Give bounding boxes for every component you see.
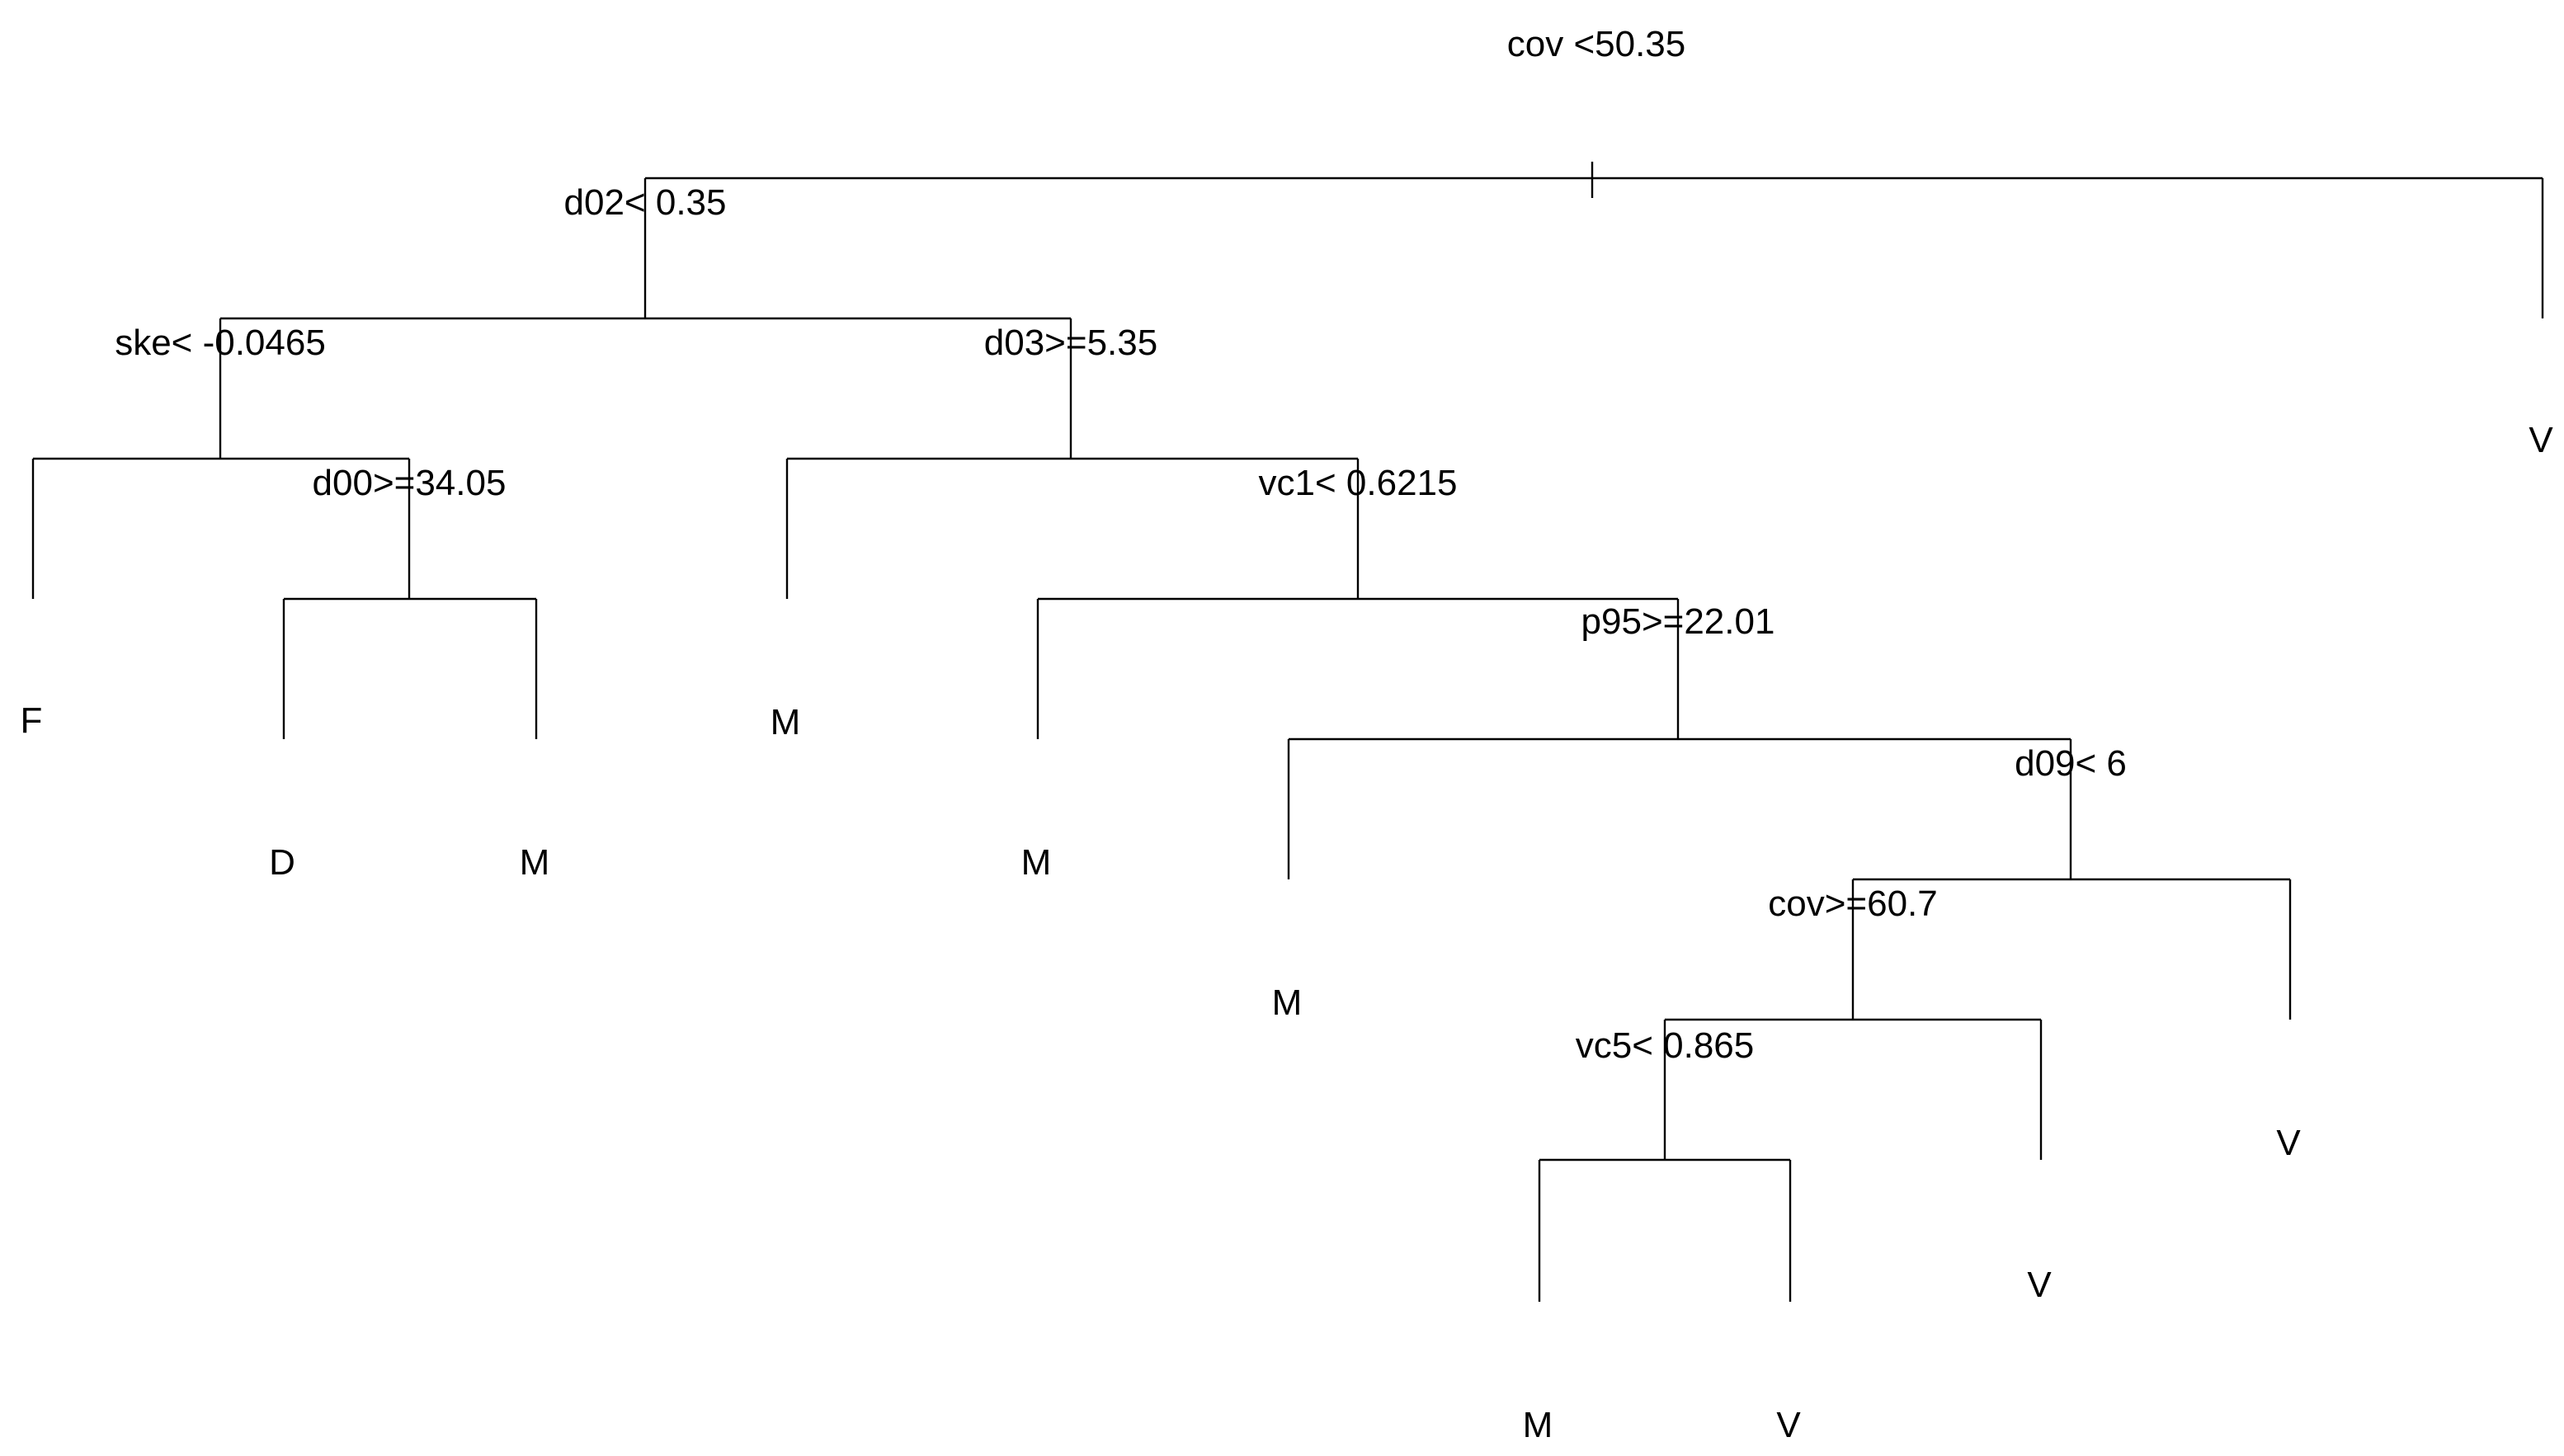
- split-label-vc5: vc5< 0.865: [1576, 1025, 1755, 1066]
- leaf-label-d: D: [269, 842, 295, 883]
- split-label-vc1: vc1< 0.6215: [1259, 463, 1458, 503]
- split-node-vc1: vc1< 0.6215: [1036, 463, 1680, 739]
- split-label-d02: d02< 0.35: [564, 182, 727, 223]
- split-label-ske: ske< -0.0465: [115, 323, 326, 363]
- leaf-label-m-3: M: [1021, 842, 1052, 883]
- leaf-label-v-1: V: [1776, 1405, 1801, 1445]
- split-node-d02: d02< 0.35: [219, 182, 1072, 459]
- leaf-label-m-2: M: [771, 702, 801, 742]
- leaf-label-v-2: V: [2027, 1265, 2052, 1305]
- split-label-p95: p95>=22.01: [1581, 601, 1775, 642]
- split-node-ske: ske< -0.0465: [31, 323, 411, 599]
- leaf-label-v-4: V: [2529, 420, 2553, 460]
- leaf-label-m-1: M: [520, 842, 550, 883]
- split-node-d00: d00>=34.05: [282, 463, 538, 739]
- split-node-cov2: cov>=60.7: [1663, 883, 2043, 1160]
- split-node-d09: d09< 6: [1851, 743, 2292, 1020]
- split-label-cov2: cov>=60.7: [1768, 883, 1938, 924]
- split-label-d03: d03>=5.35: [984, 323, 1157, 363]
- split-label-d00: d00>=34.05: [313, 463, 507, 503]
- root-split-node: cov <50.35: [643, 24, 2544, 318]
- leaf-label-m-5: M: [1523, 1405, 1553, 1445]
- split-label-d09: d09< 6: [2015, 743, 2127, 784]
- split-node-d03: d03>=5.35: [785, 323, 1360, 599]
- split-node-p95: p95>=22.01: [1287, 601, 2072, 879]
- split-node-vc5: vc5< 0.865: [1538, 1025, 1792, 1302]
- leaf-label-f: F: [21, 700, 43, 741]
- split-label-root: cov <50.35: [1507, 24, 1686, 64]
- leaf-label-v-3: V: [2276, 1123, 2301, 1163]
- leaf-label-m-4: M: [1272, 982, 1303, 1023]
